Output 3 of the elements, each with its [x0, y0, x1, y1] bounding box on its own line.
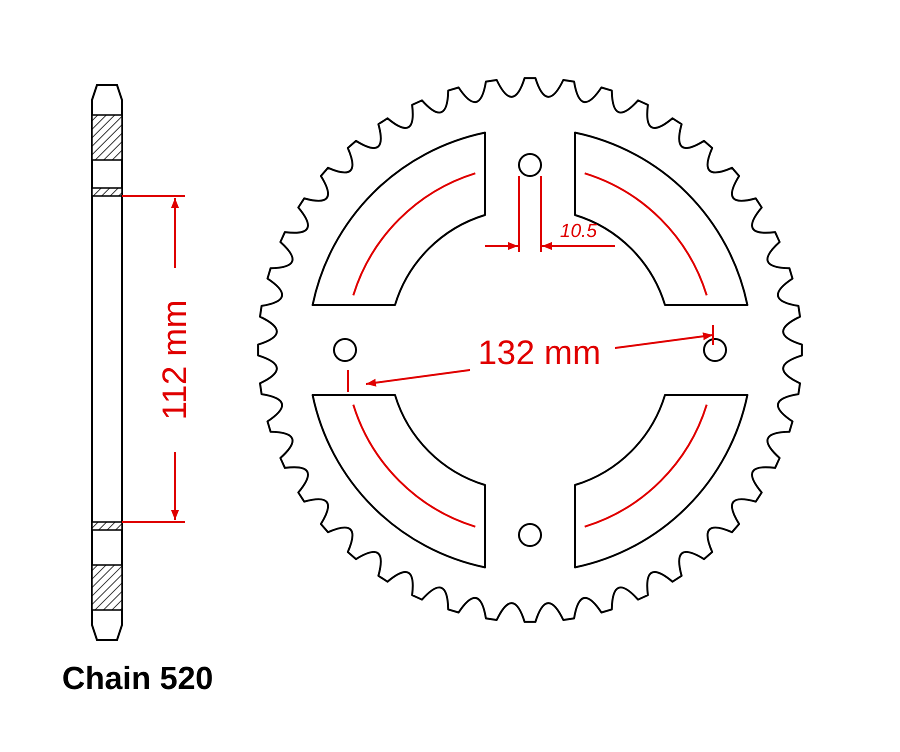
- dimension-value: 10.5: [560, 222, 597, 241]
- dimension-value: 132 mm: [478, 336, 601, 370]
- chain-size-label: Chain 520: [62, 662, 214, 694]
